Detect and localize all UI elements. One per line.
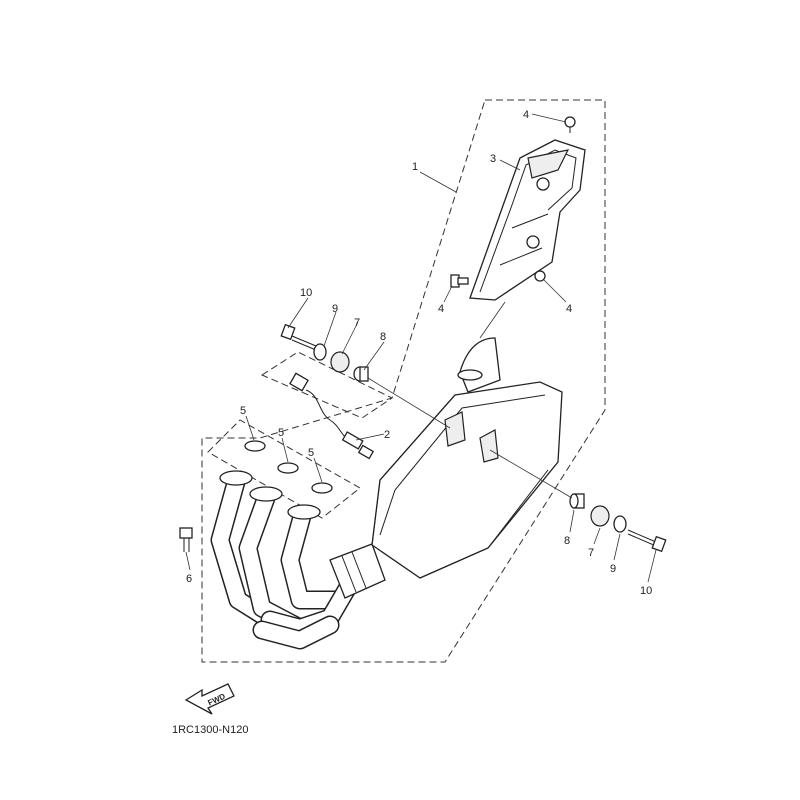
washer-right: [613, 515, 627, 533]
callout-8-right: 8: [564, 535, 570, 547]
callout-4-right: 4: [566, 303, 572, 315]
leader-right-mount: [489, 449, 573, 499]
protector-screw-left: [450, 274, 469, 288]
callout-7-right: 7: [588, 547, 594, 559]
gasket-3: [311, 482, 333, 494]
bolt-left: [280, 323, 317, 351]
assembly-boundary-muffler: [201, 99, 606, 663]
collar-right: [569, 493, 585, 509]
protector-screw-right: [534, 270, 546, 282]
callout-9-left: 9: [332, 303, 338, 315]
callout-5-b: 5: [278, 427, 284, 439]
muffler-body: [371, 337, 563, 579]
leader-left-mount: [367, 377, 451, 429]
callout-9-right: 9: [610, 563, 616, 575]
callout-4-top: 4: [523, 109, 529, 121]
callout-10-right: 10: [640, 585, 652, 597]
callout-4-left: 4: [438, 303, 444, 315]
flange-bolt: [179, 527, 193, 552]
callout-7-left: 7: [354, 317, 360, 329]
protector-screw-top: [564, 116, 576, 133]
callout-1: 1: [412, 161, 418, 173]
collar-left: [353, 366, 369, 382]
oxygen-sensor: [289, 372, 375, 460]
damper-left: [330, 351, 350, 373]
bolt-right: [627, 529, 667, 553]
assembly-boundary-sensor: [260, 351, 394, 419]
muffler-protector: [469, 139, 586, 339]
washer-left: [313, 343, 327, 361]
diagram-code: 1RC1300-N120: [172, 724, 248, 736]
leader-lines: [185, 113, 657, 583]
damper-right: [590, 505, 610, 527]
callout-8-left: 8: [380, 331, 386, 343]
exhaust-pipe-assembly: [210, 470, 386, 650]
gasket-1: [244, 440, 266, 452]
callout-5-a: 5: [240, 405, 246, 417]
callout-2: 2: [384, 429, 390, 441]
callout-5-c: 5: [308, 447, 314, 459]
callout-6: 6: [186, 573, 192, 585]
gasket-2: [277, 462, 299, 474]
assembly-boundary-gaskets: [207, 419, 361, 519]
callout-10-left: 10: [300, 287, 312, 299]
callout-3: 3: [490, 153, 496, 165]
forward-arrow-icon: FWD: [184, 683, 235, 715]
